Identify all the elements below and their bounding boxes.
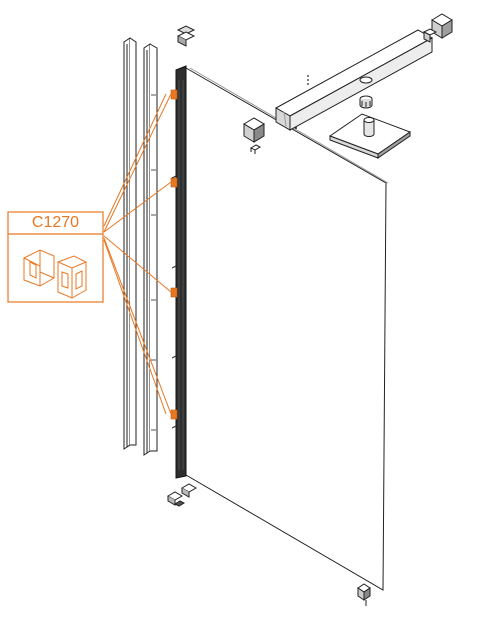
adjuster-icon <box>359 76 373 109</box>
callout-box <box>7 211 104 303</box>
part-code-label: C1270 <box>31 214 80 231</box>
glass-clip-icon <box>170 89 178 420</box>
wall-profile-icon <box>123 37 158 456</box>
bottom-clip-icon <box>357 583 371 606</box>
wall-bracket-icon <box>422 13 453 43</box>
stabilizer-bar-icon <box>274 29 434 131</box>
glass-clamp-icon <box>243 117 265 154</box>
seal-marks <box>171 175 177 429</box>
floor-plate-icon <box>328 113 412 159</box>
glass-clip-detail-icon <box>23 249 87 299</box>
callout-leader-lines <box>103 93 172 415</box>
end-cap-icon <box>176 25 196 47</box>
screw-icon <box>166 483 198 507</box>
